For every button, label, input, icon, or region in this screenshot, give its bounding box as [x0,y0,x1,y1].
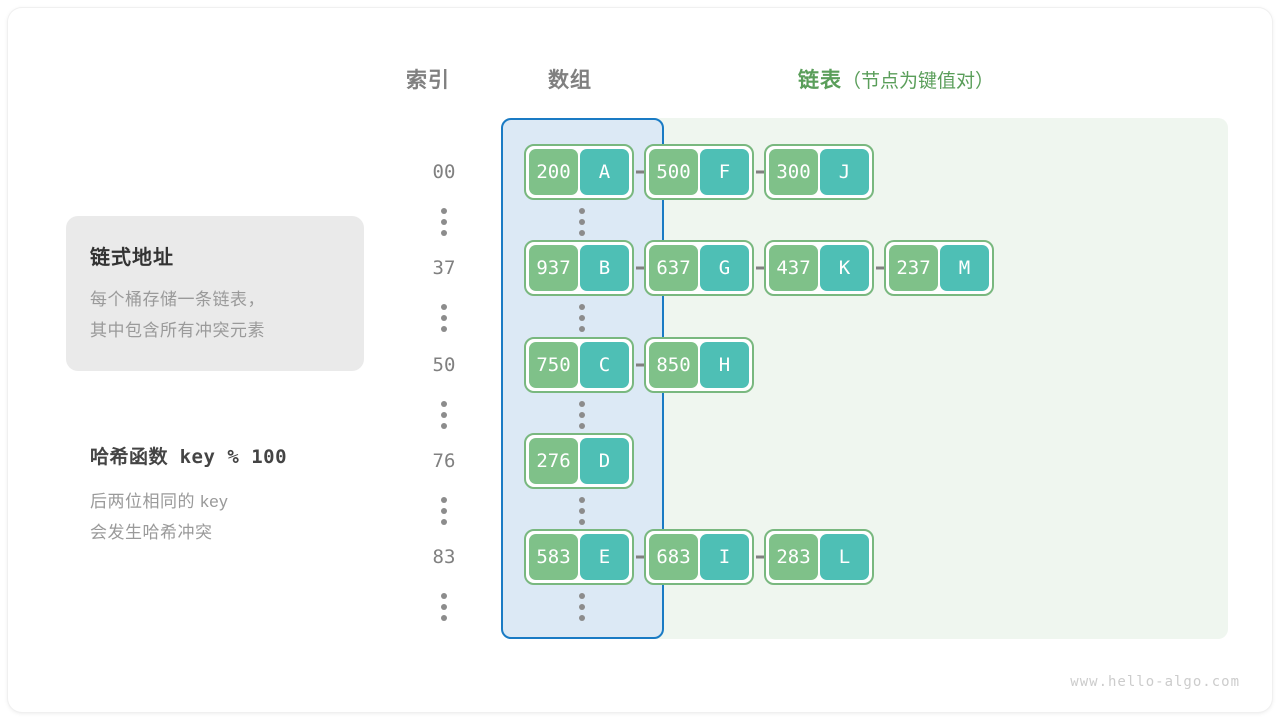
info-card-line-2: 其中包含所有冲突元素 [90,321,265,340]
hash-function-formula: key % 100 [179,446,288,468]
hash-note-line-2: 会发生哈希冲突 [90,523,213,542]
hash-function-title: 哈希函数 [90,447,169,468]
node-key: 850 [649,342,698,388]
node-value: K [820,245,869,291]
hash-function-label: 哈希函数 key % 100 [90,442,287,469]
node-value: G [700,245,749,291]
node-value: B [580,245,629,291]
node-value: I [700,534,749,580]
node-key: 500 [649,149,698,195]
column-header-linkedlist-main: 链表 [798,69,842,92]
node-value: L [820,534,869,580]
watermark: www.hello-algo.com [1070,674,1240,690]
node-key: 683 [649,534,698,580]
bucket-index-label: 00 [432,161,456,183]
index-ellipsis-icon [441,497,447,525]
hash-note-line-1: 后两位相同的 key [90,492,229,511]
node-value: F [700,149,749,195]
node-key: 283 [769,534,818,580]
index-ellipsis-icon [441,304,447,332]
index-ellipsis-icon [441,593,447,621]
info-card [66,216,364,371]
index-ellipsis-icon [441,208,447,236]
bucket-index-label: 76 [432,450,456,472]
column-header-linkedlist: 链表（节点为键值对） [798,64,994,94]
index-ellipsis-icon [441,401,447,429]
node-key: 276 [529,438,578,484]
array-ellipsis-icon [579,304,585,332]
node-key: 583 [529,534,578,580]
node-key: 437 [769,245,818,291]
node-value: H [700,342,749,388]
node-key: 750 [529,342,578,388]
node-key: 237 [889,245,938,291]
column-header-array: 数组 [548,69,592,92]
node-key: 637 [649,245,698,291]
info-card-line-1: 每个桶存储一条链表， [90,290,265,309]
array-ellipsis-icon [579,593,585,621]
node-value: E [580,534,629,580]
bucket-index-label: 83 [432,546,456,568]
node-value: C [580,342,629,388]
bucket-index-label: 50 [432,354,456,376]
info-card-title: 链式地址 [90,247,174,269]
bucket-index-label: 37 [432,257,456,279]
node-value: J [820,149,869,195]
hash-function-note: 后两位相同的 key 会发生哈希冲突 [90,486,370,548]
node-key: 937 [529,245,578,291]
info-card-body: 每个桶存储一条链表， 其中包含所有冲突元素 [90,284,340,346]
column-header-linkedlist-sub: （节点为键值对） [842,71,995,92]
node-key: 200 [529,149,578,195]
column-header-index: 索引 [406,69,450,92]
node-key: 300 [769,149,818,195]
array-ellipsis-icon [579,401,585,429]
diagram-canvas: 索引 数组 链表（节点为键值对） 链式地址 每个桶存储一条链表， 其中包含所有冲… [8,8,1272,712]
array-ellipsis-icon [579,497,585,525]
node-value: D [580,438,629,484]
node-value: A [580,149,629,195]
array-ellipsis-icon [579,208,585,236]
node-value: M [940,245,989,291]
